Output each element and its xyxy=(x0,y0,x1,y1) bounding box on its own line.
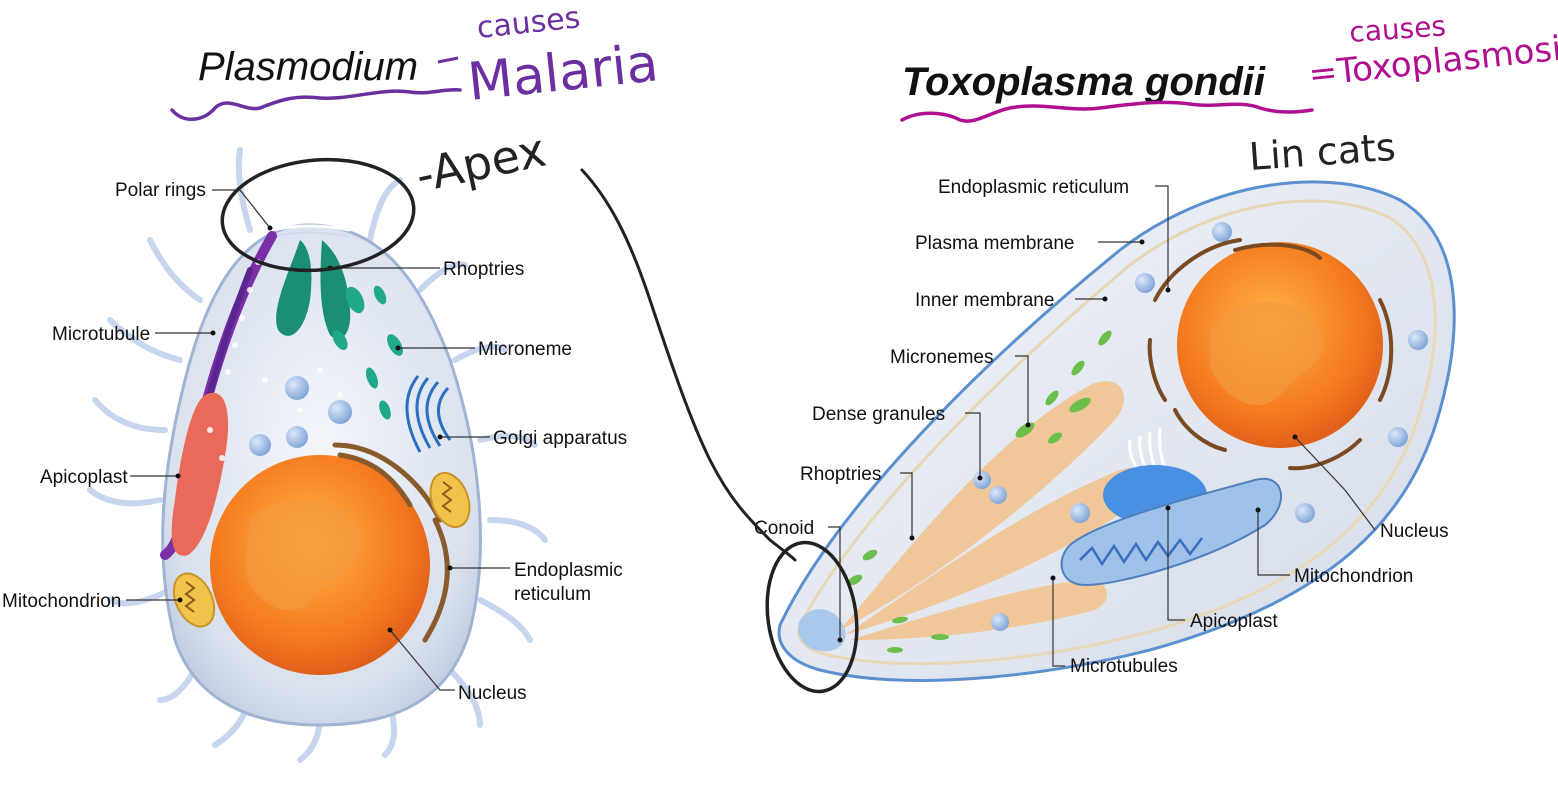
toxoplasma-leader-dots xyxy=(837,239,1298,643)
label-polar-rings: Polar rings xyxy=(115,180,206,201)
micronemes-shape-t xyxy=(847,330,1112,653)
apicoplast-shape xyxy=(171,392,229,556)
label-mitochondrion-t: Mitochondrion xyxy=(1294,566,1413,587)
label-rhoptries-p: Rhoptries xyxy=(443,259,524,280)
apex-circle xyxy=(220,157,416,273)
label-nucleus-t: Nucleus xyxy=(1380,521,1449,542)
toxoplasma-leader-lines xyxy=(828,185,1376,667)
micronemes-shape xyxy=(332,285,403,420)
underline-toxoplasma xyxy=(900,100,1314,123)
label-er-t: Endoplasmic reticulum xyxy=(938,177,1129,198)
plasmodium-leader-lines xyxy=(126,189,510,691)
annotation-malaria: Malaria xyxy=(465,33,661,113)
toxoplasma-title: Toxoplasma gondii xyxy=(902,60,1266,104)
label-microtubules-t: Microtubules xyxy=(1070,656,1178,677)
label-golgi: Golgi apparatus xyxy=(493,428,627,449)
conoid-shape xyxy=(798,609,846,652)
label-er-p-line1: Endoplasmic xyxy=(514,560,623,581)
label-apicoplast-t: Apicoplast xyxy=(1190,611,1278,632)
label-microneme: Microneme xyxy=(478,339,572,360)
annotation-causes-1: causes xyxy=(475,0,582,46)
plasmodium-title: Plasmodium xyxy=(198,45,418,89)
mitochondrion-shape-t xyxy=(1060,477,1282,587)
label-er-p-line2: reticulum xyxy=(514,584,591,605)
label-nucleus-p: Nucleus xyxy=(458,683,527,704)
annotation-causes-2: causes xyxy=(1348,9,1447,49)
mitochondria-plasmodium xyxy=(172,471,471,628)
label-conoid: Conoid xyxy=(754,518,814,539)
annotation-in-cats: Lin cats xyxy=(1248,125,1397,179)
label-inner-membrane: Inner membrane xyxy=(915,290,1054,311)
plasmodium-cell xyxy=(87,147,548,763)
toxoplasma-cell xyxy=(777,180,1456,682)
label-microtubule: Microtubule xyxy=(52,324,150,345)
annotation-apex: -Apex xyxy=(411,123,550,203)
polar-rings-shape xyxy=(271,224,351,232)
dense-granules-shape xyxy=(973,222,1428,631)
label-dense-granules: Dense granules xyxy=(812,404,945,425)
rhoptries-shape xyxy=(276,240,312,336)
label-mitochondrion-p: Mitochondrion xyxy=(2,591,121,612)
underline-plasmodium xyxy=(170,87,462,121)
conoid-circle xyxy=(765,540,859,694)
label-plasma-membrane: Plasma membrane xyxy=(915,233,1074,254)
golgi-shape xyxy=(405,375,452,453)
label-rhoptries-t: Rhoptries xyxy=(800,464,881,485)
apex-connector xyxy=(580,168,797,562)
vesicles-plasmodium xyxy=(249,376,352,456)
label-micronemes-t: Micronemes xyxy=(890,347,993,368)
label-apicoplast-p: Apicoplast xyxy=(40,467,128,488)
er-shape-t xyxy=(1147,238,1394,471)
